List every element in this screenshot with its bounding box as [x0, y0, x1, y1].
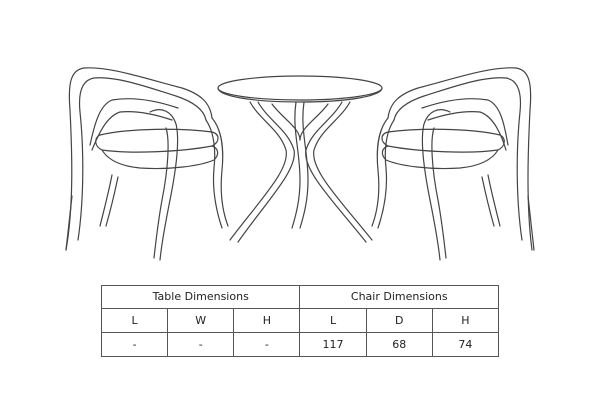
table-width-value: -	[167, 332, 235, 357]
right-chair-drawing	[371, 67, 535, 261]
chair-depth-column-header: D	[365, 308, 433, 333]
dimensions-table: Table Dimensions Chair Dimensions L W H …	[100, 285, 500, 357]
table-dimensions-heading: Table Dimensions	[100, 285, 301, 309]
table-height-value: -	[233, 332, 301, 357]
table-group-header-row: Table Dimensions Chair Dimensions	[100, 285, 499, 309]
chair-length-value: 117	[299, 332, 367, 357]
furniture-line-drawing	[65, 67, 535, 261]
table-length-value: -	[100, 332, 169, 357]
chair-height-column-header: H	[431, 308, 500, 333]
chair-height-value: 74	[431, 332, 500, 357]
chair-dimensions-heading: Chair Dimensions	[299, 285, 499, 309]
table-width-column-header: W	[167, 308, 235, 333]
chair-length-column-header: L	[299, 308, 367, 333]
table-height-column-header: H	[233, 308, 301, 333]
left-chair-drawing	[65, 67, 229, 261]
table-drawing	[217, 75, 383, 243]
table-column-header-row: L W H L D H	[100, 308, 500, 333]
table-values-row: - - - 117 68 74	[100, 332, 500, 357]
table-length-column-header: L	[100, 308, 169, 333]
chair-depth-value: 68	[365, 332, 433, 357]
